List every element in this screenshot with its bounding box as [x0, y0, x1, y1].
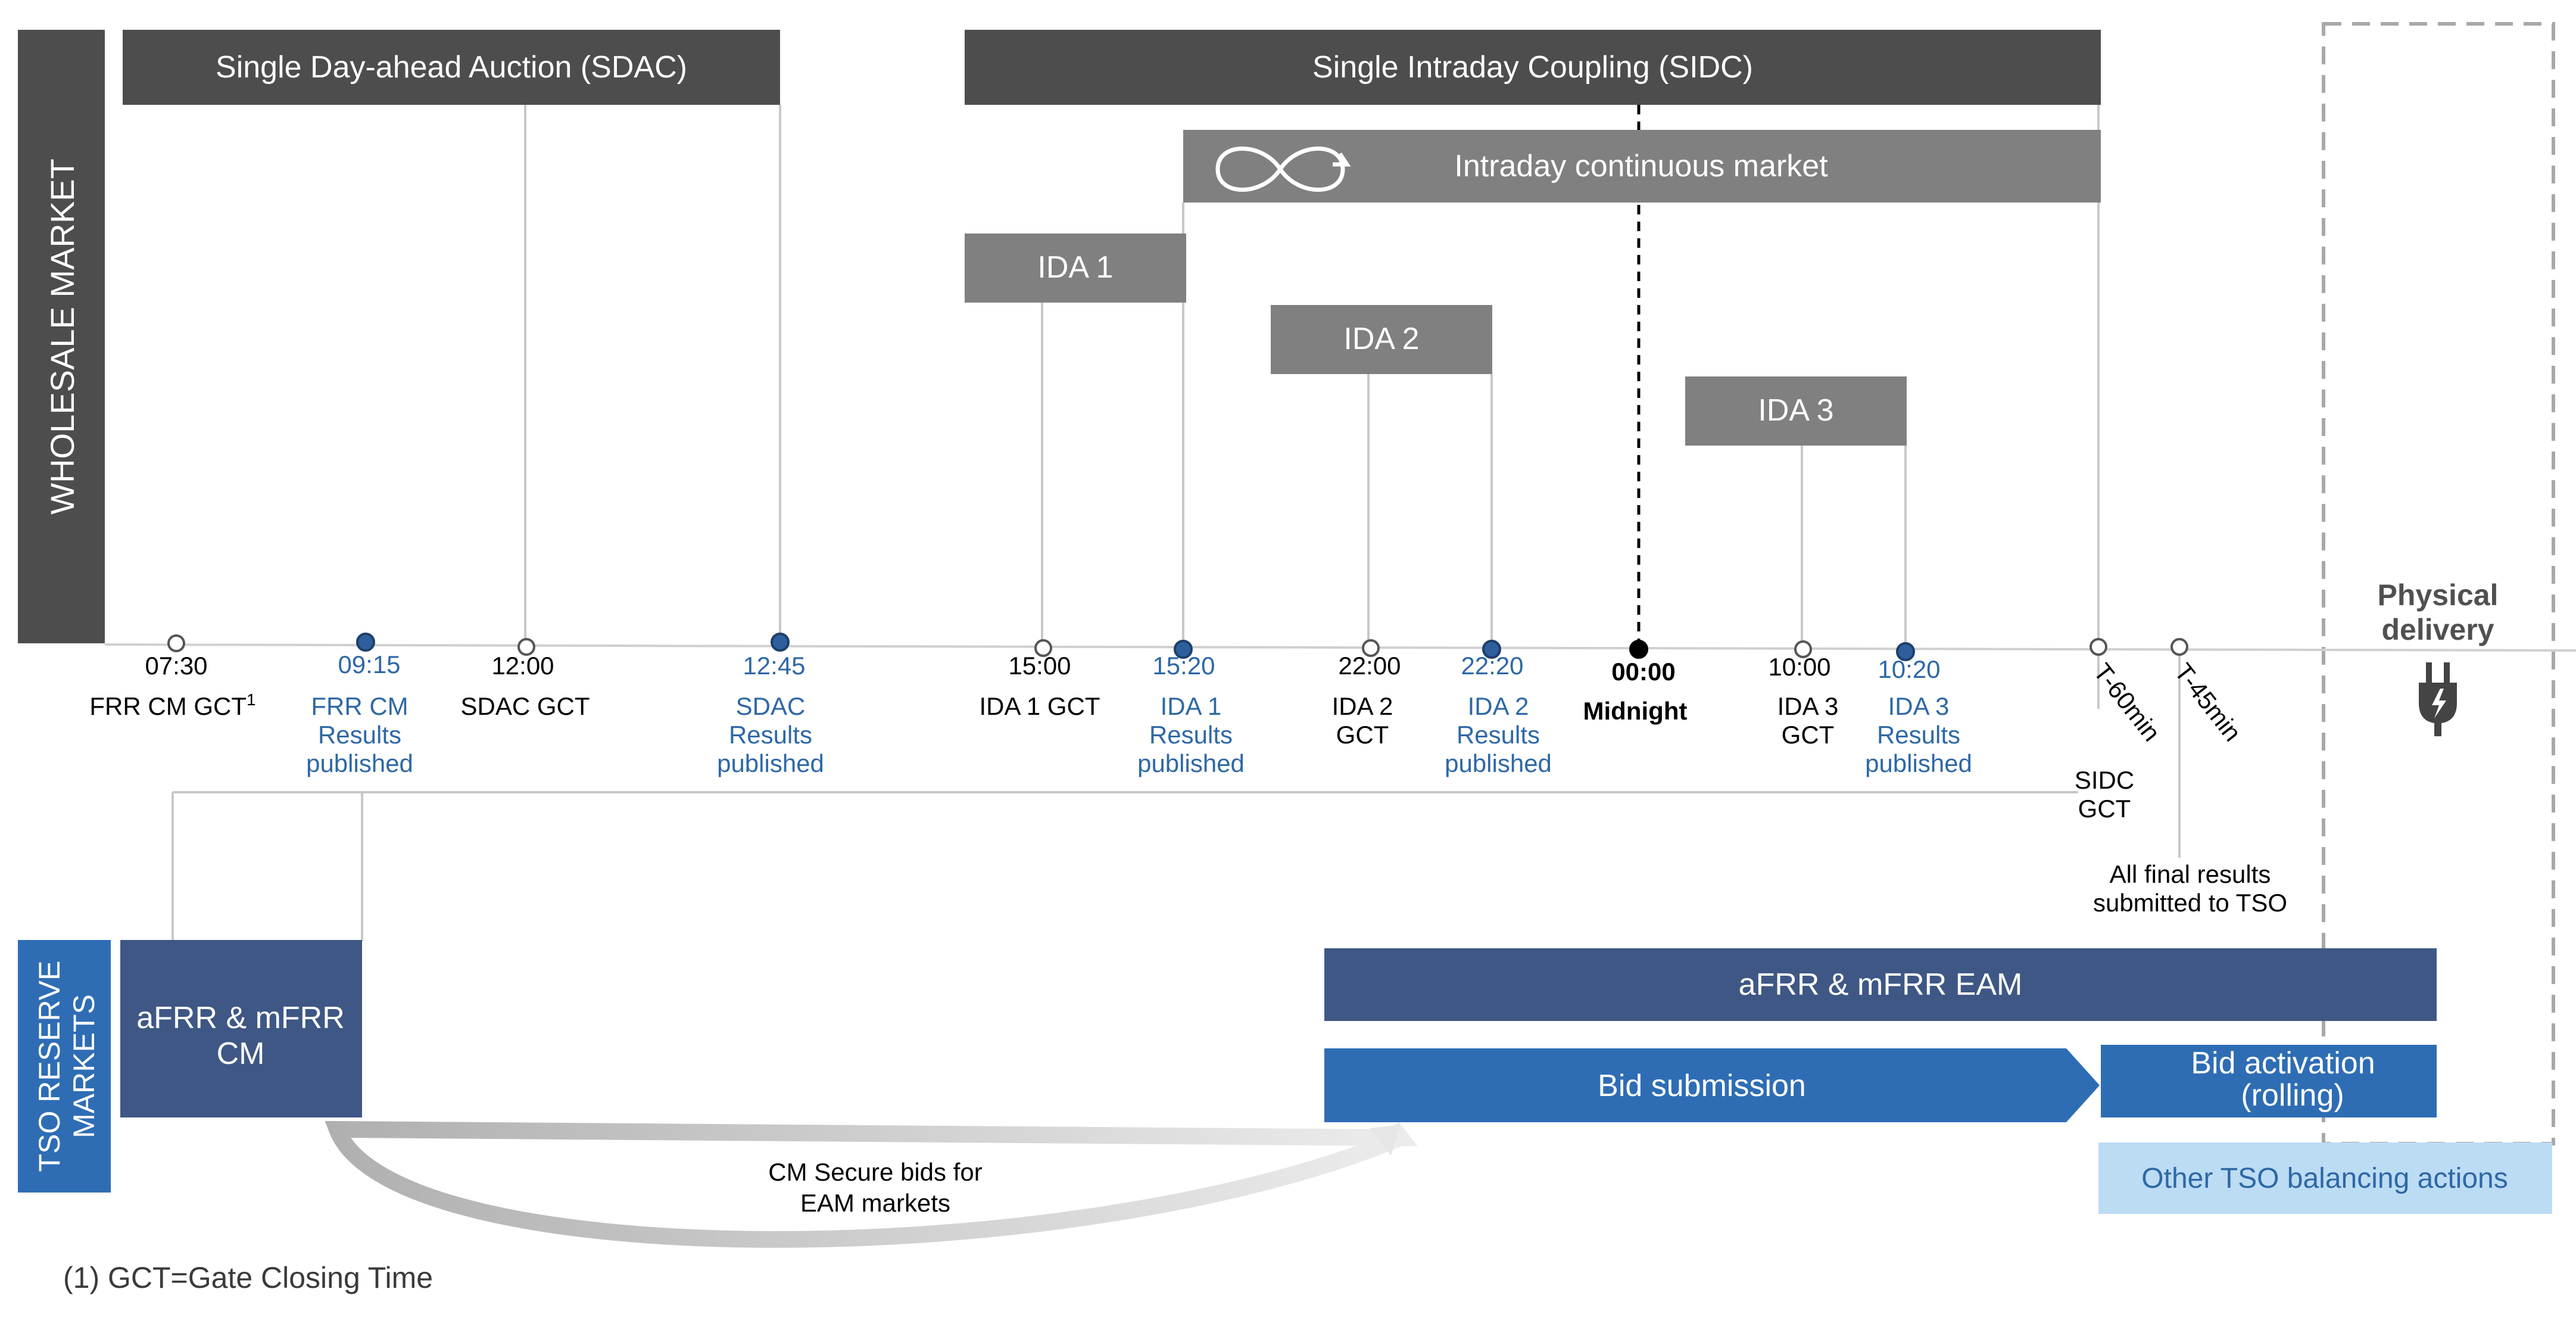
- marker-0915: [356, 633, 375, 652]
- label-0915-l2: Results: [318, 721, 401, 749]
- bid-submission-label: Bid submission: [1598, 1069, 1806, 1103]
- label-1500-time: 15:00: [1008, 652, 1071, 680]
- label-2220-l1: IDA 2: [1468, 692, 1529, 720]
- wholesale-market-sidebar: [18, 30, 105, 643]
- sidc-box: [965, 30, 2101, 105]
- eam-label: aFRR & mFRR EAM: [1739, 967, 2023, 1002]
- marker-0730: [167, 634, 185, 652]
- tso-reserve-label-line1: TSO RESERVE: [33, 961, 66, 1172]
- marker-2220: [1482, 640, 1501, 659]
- label-0730-time: 07:30: [145, 652, 207, 680]
- bid-submission-chevron: [1324, 1048, 2100, 1122]
- marker-1245: [771, 633, 790, 652]
- label-1520-l2: Results: [1149, 721, 1233, 749]
- timeline-labels: 07:30 FRR CM GCT1 09:15 FRR CM Results p…: [89, 650, 2287, 917]
- label-1520-time: 15:20: [1152, 652, 1215, 680]
- label-2200-time: 22:00: [1338, 652, 1401, 680]
- footnote: (1) GCT=Gate Closing Time: [63, 1261, 433, 1294]
- label-0915-l3: published: [306, 749, 413, 777]
- label-1520-l1: IDA 1: [1161, 692, 1222, 720]
- label-1020-l3: published: [1865, 749, 1972, 777]
- label-1000-time: 10:00: [1768, 653, 1830, 681]
- cm-to-eam-arrow: [325, 1120, 1418, 1248]
- label-0000-desc: Midnight: [1583, 697, 1688, 725]
- marker-1520: [1174, 640, 1193, 659]
- label-1020-l2: Results: [1877, 721, 1960, 749]
- label-0915-l1: FRR CM: [311, 692, 408, 720]
- cm-label-line1: aFRR & mFRR: [136, 1001, 345, 1035]
- marker-2200: [1362, 639, 1380, 657]
- label-2200-l2: GCT: [1336, 721, 1389, 749]
- label-1000-l2: GCT: [1782, 721, 1835, 749]
- timeline-markers: [167, 633, 2188, 661]
- bid-activation-box: [2101, 1045, 2437, 1117]
- ida2-label: IDA 2: [1343, 322, 1419, 356]
- label-0000-time: 00:00: [1611, 658, 1675, 686]
- tso-reserve-sidebar: [18, 940, 111, 1193]
- arrow-label-line1: CM Secure bids for: [768, 1158, 982, 1186]
- marker-1200: [517, 638, 535, 656]
- label-1020-time: 10:20: [1878, 655, 1940, 683]
- marker-1020: [1896, 642, 1915, 661]
- label-t45-time: T-45min: [2169, 658, 2247, 746]
- cm-box: [120, 940, 362, 1117]
- label-1500-desc: IDA 1 GCT: [979, 692, 1100, 720]
- label-1020-l1: IDA 3: [1888, 692, 1950, 720]
- ida3-box: [1685, 376, 1907, 446]
- plug-icon: [2419, 662, 2457, 736]
- label-1520-l3: published: [1137, 749, 1245, 777]
- physical-delivery-line2: delivery: [2381, 613, 2494, 646]
- tso-reserve-label-line2: MARKETS: [67, 994, 101, 1138]
- ida2-box: [1271, 305, 1492, 374]
- marker-1000: [1794, 640, 1812, 658]
- label-2220-l2: Results: [1457, 721, 1540, 749]
- bid-activation-line1: Bid activation: [2191, 1046, 2375, 1081]
- marker-t45: [2170, 638, 2188, 656]
- label-1245-l1: SDAC: [736, 692, 806, 720]
- physical-delivery-line1: Physical: [2378, 578, 2499, 612]
- label-1000-l1: IDA 3: [1777, 692, 1839, 720]
- label-0730-desc: FRR CM GCT1: [89, 690, 255, 720]
- intraday-continuous-label: Intraday continuous market: [1454, 149, 1828, 183]
- ida1-box: [965, 234, 1186, 303]
- marker-t60: [2090, 638, 2107, 656]
- marker-0000: [1629, 640, 1648, 659]
- ida1-label: IDA 1: [1037, 250, 1113, 285]
- sdac-box: [123, 30, 780, 105]
- marker-1500: [1034, 639, 1052, 657]
- ida3-label: IDA 3: [1758, 393, 1833, 428]
- label-t60-time: T-60min: [2088, 658, 2166, 746]
- eam-box: [1324, 948, 2437, 1021]
- arrow-label-line2: EAM markets: [800, 1189, 950, 1217]
- label-2220-time: 22:20: [1461, 652, 1523, 680]
- wholesale-market-label: WHOLESALE MARKET: [43, 158, 81, 514]
- cm-label-line2: CM: [217, 1036, 265, 1071]
- label-t45-l1: All final results: [2110, 860, 2271, 888]
- label-1200-time: 12:00: [491, 652, 554, 680]
- timeline-axis: [104, 643, 2576, 652]
- connector-lines: [171, 105, 2181, 941]
- label-0915-time: 09:15: [338, 650, 400, 678]
- label-1245-time: 12:45: [743, 652, 805, 680]
- label-t45-l2: submitted to TSO: [2093, 889, 2287, 917]
- label-1245-l3: published: [717, 749, 824, 777]
- cm-to-eam-arrowhead: [1370, 1125, 1401, 1156]
- label-t60-l1: SIDC: [2075, 766, 2134, 794]
- infinity-icon: [1215, 147, 1351, 192]
- other-tso-box: [2098, 1142, 2552, 1214]
- label-2200-l1: IDA 2: [1332, 692, 1393, 720]
- other-tso-label: Other TSO balancing actions: [2141, 1163, 2508, 1194]
- sdac-label: Single Day-ahead Auction (SDAC): [216, 50, 687, 85]
- sidc-label: Single Intraday Coupling (SIDC): [1312, 50, 1753, 85]
- label-1200-desc: SDAC GCT: [460, 692, 590, 720]
- label-2220-l3: published: [1445, 749, 1552, 777]
- bid-activation-line2: (rolling): [2241, 1078, 2344, 1113]
- label-t60-l2: GCT: [2078, 795, 2131, 823]
- label-1245-l2: Results: [729, 721, 812, 749]
